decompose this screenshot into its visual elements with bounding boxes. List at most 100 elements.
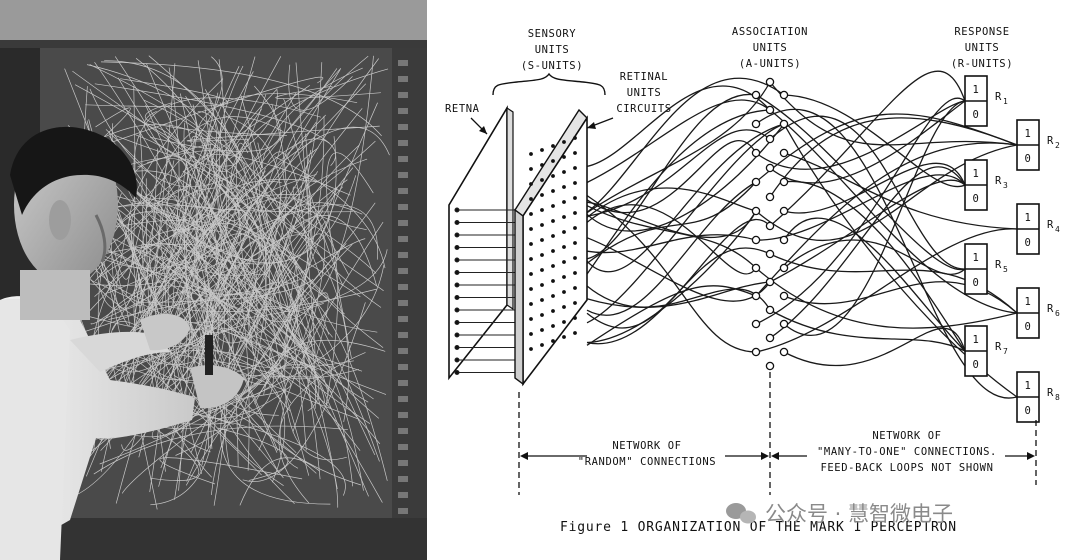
- many-to-one-connection: [755, 228, 1018, 353]
- wire: [295, 62, 313, 247]
- circuit-dot: [540, 298, 544, 302]
- association-unit: [765, 134, 775, 144]
- circuit-dot: [529, 197, 533, 201]
- wire: [173, 136, 337, 265]
- sensory-line-1: SENSORY: [528, 28, 577, 40]
- network-random-line-2: "RANDOM" CONNECTIONS: [578, 456, 716, 468]
- rack-socket: [398, 460, 408, 466]
- response-unit-bottom-value: 0: [973, 359, 980, 371]
- network-random-line-1: NETWORK OF: [612, 440, 681, 452]
- wire: [173, 149, 312, 384]
- many-to-one-connection: [755, 108, 1018, 399]
- response-unit-top-value: 1: [973, 252, 980, 264]
- random-connection: [586, 123, 785, 273]
- wire: [185, 66, 295, 505]
- wire: [68, 157, 189, 333]
- association-unit: [779, 347, 789, 357]
- wire: [155, 189, 241, 337]
- random-connection: [586, 123, 785, 232]
- circuit-dot: [540, 238, 544, 242]
- response-unit-subscript: 5: [1003, 265, 1008, 274]
- circuit-dot: [540, 343, 544, 347]
- rack-socket: [398, 444, 408, 450]
- rack-socket: [398, 284, 408, 290]
- circuit-dot: [529, 302, 533, 306]
- wire: [167, 291, 297, 453]
- association-units: [751, 77, 789, 371]
- circuit-dot: [551, 219, 555, 223]
- circuit-dot: [529, 242, 533, 246]
- retina-point: [454, 270, 460, 275]
- wire: [84, 138, 330, 406]
- response-unit-subscript: 7: [1003, 347, 1008, 356]
- association-unit: [751, 177, 761, 187]
- circuit-dot: [551, 279, 555, 283]
- circuit-dot: [573, 226, 577, 230]
- association-unit: [779, 148, 789, 158]
- association-unit: [765, 361, 775, 371]
- response-unit-label: R: [995, 91, 1002, 103]
- response-unit-label: R: [1047, 387, 1054, 399]
- response-unit-top-value: 1: [973, 334, 980, 346]
- wire: [75, 95, 230, 275]
- response-line-2: UNITS: [965, 42, 1000, 54]
- circuit-dot: [551, 294, 555, 298]
- circuit-dot: [562, 290, 566, 294]
- wire: [242, 302, 366, 482]
- retinal-line-2: UNITS: [627, 87, 662, 99]
- circuit-dot: [573, 241, 577, 245]
- wire: [79, 99, 249, 409]
- wire: [163, 55, 374, 323]
- wire: [214, 102, 299, 408]
- circuit-dot: [551, 324, 555, 328]
- many-to-one-connection: [769, 179, 966, 283]
- rack-socket: [398, 508, 408, 514]
- circuit-dot: [573, 136, 577, 140]
- association-unit: [779, 235, 789, 245]
- response-unit-label: R: [1047, 219, 1054, 231]
- random-connection: [586, 187, 757, 218]
- response-unit-subscript: 8: [1055, 393, 1060, 402]
- wire: [265, 158, 380, 419]
- circuit-dot: [562, 260, 566, 264]
- circuit-dot: [529, 347, 533, 351]
- circuit-dot: [551, 264, 555, 268]
- circuit-dot: [573, 331, 577, 335]
- wire: [284, 262, 347, 461]
- circuit-dot: [562, 230, 566, 234]
- circuit-dot: [540, 253, 544, 257]
- rack-socket: [398, 476, 408, 482]
- retina-point: [454, 345, 460, 350]
- association-unit: [779, 90, 789, 100]
- rack-socket: [398, 92, 408, 98]
- response-unit-label: R: [995, 259, 1002, 271]
- circuit-dot: [529, 212, 533, 216]
- association-unit: [765, 305, 775, 315]
- association-unit: [751, 119, 761, 129]
- wire: [113, 55, 241, 167]
- circuit-dot: [562, 245, 566, 249]
- circuit-dot: [551, 159, 555, 163]
- wire: [144, 102, 287, 136]
- circuit-dot: [562, 170, 566, 174]
- circuit-dot: [551, 339, 555, 343]
- circuit-dot: [562, 155, 566, 159]
- circuit-dot: [573, 166, 577, 170]
- random-connection: [586, 218, 771, 345]
- sensory-brace: [492, 72, 606, 96]
- random-connection: [586, 109, 771, 275]
- wire: [142, 228, 223, 335]
- association-unit: [765, 77, 775, 87]
- watermark: 公众号 · 慧智微电子: [726, 502, 953, 526]
- random-connection: [586, 77, 785, 213]
- wire: [239, 457, 321, 506]
- many-to-one-connection: [769, 166, 966, 339]
- rack-socket: [398, 332, 408, 338]
- association-unit: [751, 291, 761, 301]
- sensory-line-3: (S-UNITS): [521, 60, 583, 72]
- wire: [71, 195, 179, 331]
- retinal-line-1: RETINAL: [620, 71, 668, 83]
